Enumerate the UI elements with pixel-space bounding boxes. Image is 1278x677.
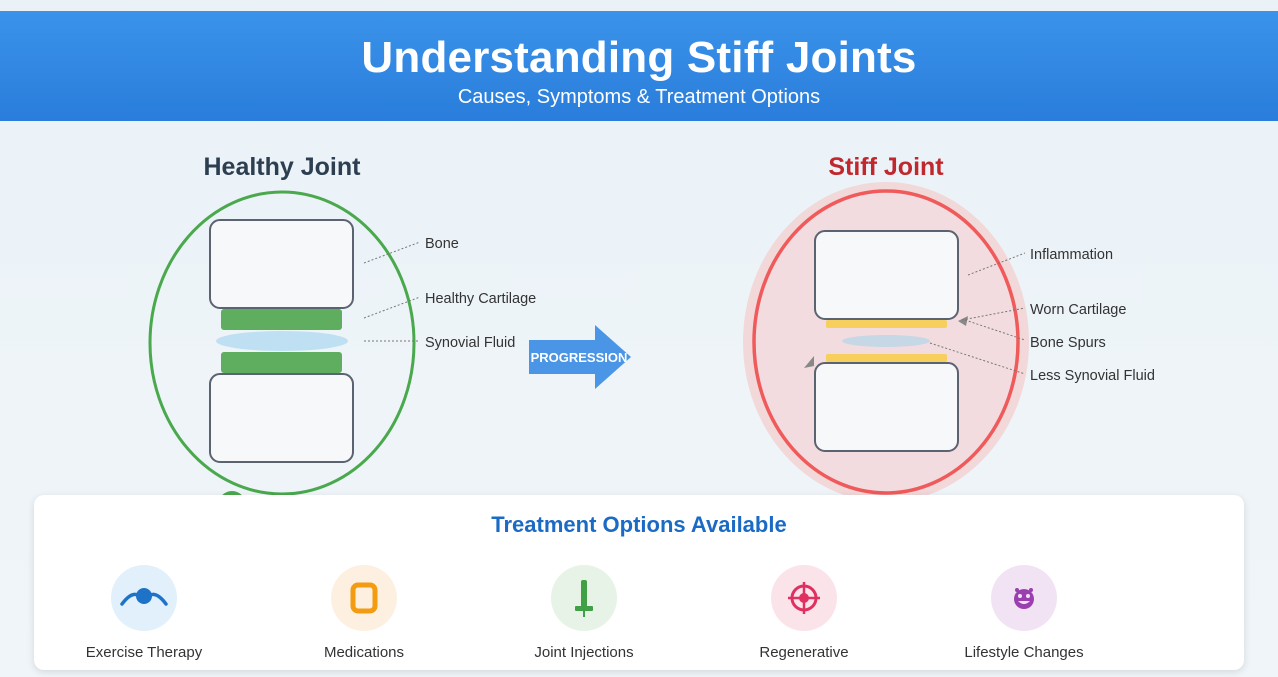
healthy-upper-cartilage xyxy=(221,309,342,330)
healthy-joint-title: Healthy Joint xyxy=(204,153,362,181)
stiff-upper-bone xyxy=(814,230,959,320)
bone-leader-line xyxy=(363,241,421,264)
stiff-upper-cartilage xyxy=(826,320,947,328)
exercise-icon xyxy=(111,565,177,631)
treatment-exercise-therapy[interactable]: Exercise Therapy xyxy=(74,565,214,661)
treatment-lifestyle-changes[interactable]: Lifestyle Changes xyxy=(954,565,1094,661)
healthy-lower-cartilage xyxy=(221,352,342,373)
bone-spurs-leader-line xyxy=(964,319,1026,341)
treatment-joint-injections[interactable]: Joint Injections xyxy=(514,565,654,661)
treatment-label: Joint Injections xyxy=(534,644,634,661)
cartilage-leader-line xyxy=(363,296,421,319)
healthy-lower-bone xyxy=(209,373,354,463)
stiff-lower-bone xyxy=(814,362,959,452)
healthy-joint-capsule xyxy=(148,190,416,496)
treatment-label: Lifestyle Changes xyxy=(964,644,1084,661)
page-title: Understanding Stiff Joints xyxy=(361,33,917,82)
stiff-synovial-fluid xyxy=(842,335,930,347)
bone-spur-upper xyxy=(958,316,968,326)
less-fluid-leader-line xyxy=(929,342,1026,375)
treatment-label: Exercise Therapy xyxy=(85,644,203,661)
treatment-regenerative[interactable]: Regenerative xyxy=(734,565,874,661)
label-bone: Bone xyxy=(425,236,459,252)
header-banner: Understanding Stiff Joints Causes, Sympt… xyxy=(0,11,1278,121)
face-icon xyxy=(991,565,1057,631)
page-subtitle: Causes, Symptoms & Treatment Options xyxy=(457,86,821,108)
label-healthy-cartilage: Healthy Cartilage xyxy=(425,291,536,307)
stiff-lower-cartilage xyxy=(826,354,947,362)
syringe-icon xyxy=(551,565,617,631)
treatment-panel: Treatment Options Available Exercise The… xyxy=(34,495,1244,670)
label-inflammation: Inflammation xyxy=(1030,247,1113,263)
treatment-label: Regenerative xyxy=(759,644,849,661)
treatment-title: Treatment Options Available xyxy=(491,512,787,537)
pill-icon xyxy=(331,565,397,631)
target-icon xyxy=(771,565,837,631)
healthy-upper-bone xyxy=(209,219,354,309)
joint-diagram: Healthy Joint Bone Healthy Cartilage Syn… xyxy=(148,153,1155,501)
healthy-synovial-fluid xyxy=(216,331,348,351)
stiff-joint-title: Stiff Joint xyxy=(828,153,944,181)
treatment-label: Medications xyxy=(323,644,405,661)
label-worn-cartilage: Worn Cartilage xyxy=(1030,302,1126,318)
progression-label: PROGRESSION xyxy=(531,350,628,365)
progression-arrow xyxy=(529,325,631,389)
label-bone-spurs: Bone Spurs xyxy=(1030,335,1106,351)
treatment-medications[interactable]: Medications xyxy=(294,565,434,661)
bone-spur-lower xyxy=(804,356,814,368)
label-less-synovial-fluid: Less Synovial Fluid xyxy=(1030,368,1155,384)
worn-cartilage-leader-line xyxy=(961,307,1026,321)
label-synovial-fluid: Synovial Fluid xyxy=(425,335,515,351)
